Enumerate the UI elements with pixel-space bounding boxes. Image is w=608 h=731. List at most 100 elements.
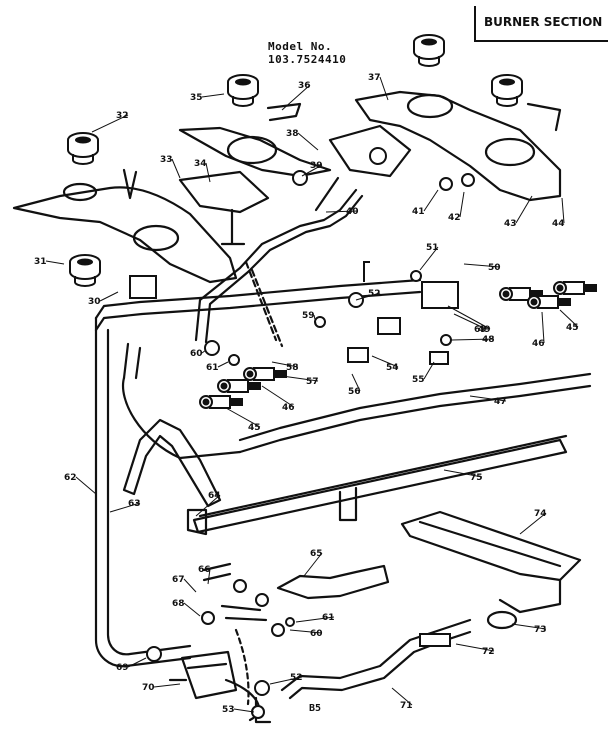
callout-43: 43 [504,219,517,229]
callout-leader [423,189,439,212]
callout-58: 58 [286,363,299,373]
callout-36: 36 [298,81,311,91]
callout-leader [443,469,483,478]
valve-left [217,379,261,393]
callout-leader [127,657,147,668]
callout-leader [233,708,255,713]
callout-leader [271,361,299,368]
callout-63: 63 [128,499,141,509]
callout-55: 55 [412,375,425,385]
callout-66: 66 [198,565,211,575]
callout-leader [289,629,323,634]
callout-leader [207,568,211,585]
callout-67: 67 [172,575,185,585]
callout-31: 31 [34,257,47,267]
callout-leader [109,502,141,513]
callout-leader [153,683,181,688]
callout-51: 51 [426,243,439,253]
callout-70: 70 [142,683,155,693]
callout-52: 52 [290,673,303,683]
callout-46: 46 [532,339,545,349]
callout-leader [355,292,381,301]
callout-leader [99,291,119,302]
callout-leader [75,476,97,495]
model-block: Model No. 103.7524410 [268,40,346,66]
callout-37: 37 [368,73,381,83]
callout-68: 68 [172,599,185,609]
callout-34: 34 [194,159,207,169]
callout-leader [519,512,547,535]
callout-60: 60 [190,349,203,359]
callout-69: 69 [116,663,129,673]
callout-71: 71 [400,701,413,711]
callout-45: 45 [566,323,579,333]
callout-leader [469,395,507,402]
callout-61: 61 [206,363,219,373]
callout-leader [371,355,399,368]
callout-leader [281,84,311,111]
callout-leader [453,313,487,330]
callout-leader [269,676,303,685]
callout-leader [183,578,197,593]
callout-leader [379,76,389,101]
callout-leader [217,361,229,368]
callout-46: 46 [282,403,295,413]
callout-leader [303,552,323,577]
callout-39: 39 [310,161,323,171]
callout-40: 40 [346,207,359,217]
callout-30: 30 [88,297,101,307]
valve-rear-right [553,281,597,295]
callout-72: 72 [482,647,495,657]
callout-leader [45,260,65,265]
burner-cap-rear-right [413,34,445,67]
callout-leader [301,164,323,177]
callout-leader [297,132,319,151]
callout-leader [171,158,181,179]
callout-leader [195,494,221,517]
callout-leader [183,602,201,617]
callout-75: 75 [470,473,483,483]
callout-leader [511,623,547,630]
callout-53: 53 [222,705,235,715]
callout-56: 56 [348,387,361,397]
callout-61: 61 [322,613,335,623]
callout-leader [419,246,439,271]
callout-leader [351,373,361,392]
callout-50: 50 [488,263,501,273]
valve-far-right [527,295,571,309]
burner-cap-rear-left [227,74,259,107]
callout-59: 59 [302,311,315,321]
callout-32: 32 [116,111,129,121]
callout-leader [325,210,359,213]
valve-center [243,367,287,381]
callout-leader [201,93,225,98]
callout-leader [455,643,495,652]
callout-leader [391,687,413,706]
callout-64: 64 [208,491,221,501]
burner-cap-front-left [69,254,101,287]
callout-leader [295,616,335,623]
callout-69: 69 [474,325,487,335]
callout-35: 35 [190,93,203,103]
callout-33: 33 [160,155,173,165]
burner-cap-left [67,132,99,165]
callout-41: 41 [412,207,425,217]
callout-60: 60 [310,629,323,639]
callout-leader [463,263,501,268]
callout-leader [561,197,565,224]
callout-leader [447,305,491,330]
page-code: B5 [309,703,322,714]
callout-73: 73 [534,625,547,635]
callout-74: 74 [534,509,547,519]
callout-42: 42 [448,213,461,223]
callout-62: 62 [64,473,77,483]
callout-38: 38 [286,129,299,139]
callout-48: 48 [482,335,495,345]
callout-47: 47 [494,397,507,407]
callout-leader [459,191,465,218]
callout-52: 52 [368,289,381,299]
callout-leader [559,309,579,328]
